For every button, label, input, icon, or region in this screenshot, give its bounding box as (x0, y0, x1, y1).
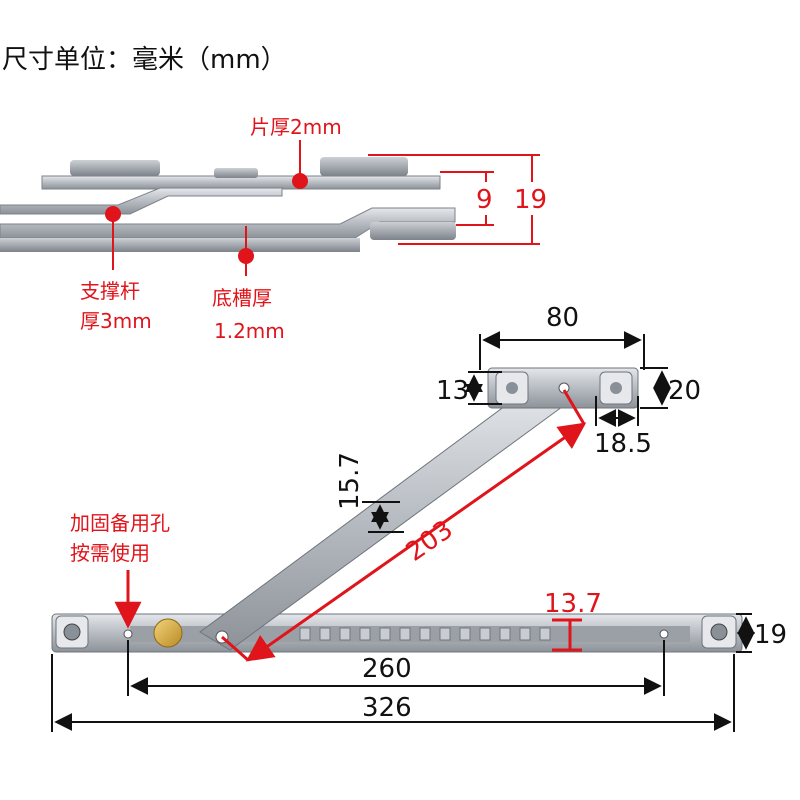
dim-inner-9: 9 (476, 185, 493, 215)
dim-total-length: 326 (362, 693, 412, 723)
dim-outer-19: 19 (514, 185, 547, 215)
strut-label-line2: 厚3mm (80, 309, 152, 333)
plate-thickness-label: 片厚2mm (250, 115, 342, 139)
strut-label-line1: 支撑杆 (80, 279, 140, 303)
side-view-hardware (0, 157, 456, 252)
brass-spacer (153, 618, 183, 648)
page-title: 尺寸单位：毫米（mm） (2, 45, 287, 75)
spare-hole-note-line2: 按需使用 (70, 541, 150, 565)
dim-rail-height: 19 (754, 620, 787, 650)
dim-slot: 18.5 (594, 429, 652, 459)
side-view-dimensions: 9 19 片厚2mm 支撑杆 厚3mm 底槽厚 1.2mm (80, 115, 547, 343)
spare-hole-note-line1: 加固备用孔 (70, 511, 170, 535)
dim-top-width: 80 (546, 303, 579, 333)
dim-channel-inner: 13.7 (544, 589, 602, 619)
dim-arm-length: 203 (401, 515, 459, 568)
dim-right-height: 20 (668, 376, 701, 406)
top-view-dimensions: 80 13 20 18.5 15.7 203 加固备用孔 按需使用 (51, 303, 787, 732)
dim-hole-span: 260 (362, 654, 412, 684)
plate-marker-dot (292, 173, 308, 189)
channel-label-line1: 底槽厚 (212, 286, 272, 310)
dim-left-height: 13 (436, 376, 469, 406)
channel-label-line2: 1.2mm (214, 319, 285, 343)
dim-arm-width: 15.7 (335, 452, 365, 510)
